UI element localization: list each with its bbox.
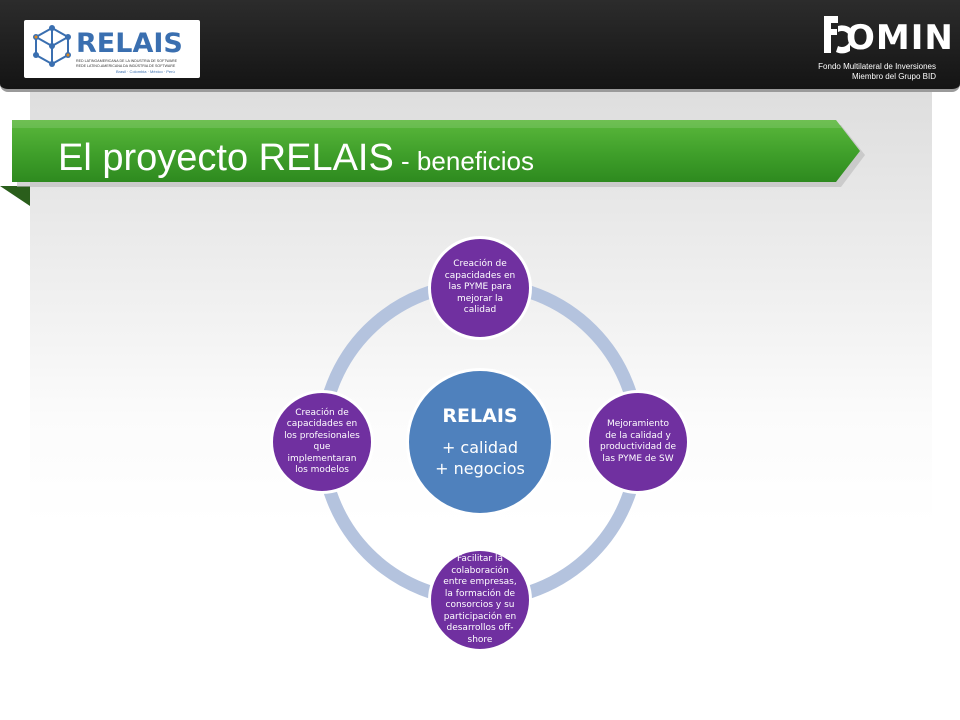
node-top-label: Creación de capacidades en las PYME para… [444, 259, 516, 316]
fomin-mark-icon [824, 16, 850, 54]
center-node: RELAIS + calidad + negocios [406, 368, 554, 516]
node-bottom-label: Facilitar la colaboración entre empresas… [443, 554, 517, 645]
center-node-line-1: + calidad [441, 438, 519, 457]
title-banner [0, 120, 865, 206]
relais-logo: RELAIS RED LATINOAMERICANA DE LA INDUSTR… [24, 20, 200, 78]
fomin-logo-name: OMIN [846, 18, 954, 58]
node-left: Creación de capacidades en los profesion… [270, 390, 374, 494]
relais-logo-tagline-1: RED LATINOAMERICANA DE LA INDUSTRIA DE S… [76, 59, 178, 63]
relais-logo-name: RELAIS [76, 28, 183, 59]
fomin-logo-line-2: Miembro del Grupo BID [851, 72, 936, 81]
node-bottom: Facilitar la colaboración entre empresas… [428, 548, 532, 652]
slide-title-sub: - beneficios [393, 146, 535, 176]
fomin-logo-line-1: Fondo Multilateral de Inversiones [818, 62, 936, 71]
node-top: Creación de capacidades en las PYME para… [428, 236, 532, 340]
node-right: Mejoramiento de la calidad y productivid… [586, 390, 690, 494]
header-bar: RELAIS RED LATINOAMERICANA DE LA INDUSTR… [0, 0, 960, 92]
slide-title-main: El proyecto RELAIS [58, 137, 394, 179]
relais-cube-icon [33, 25, 71, 67]
node-right-label: Mejoramiento de la calidad y productivid… [600, 419, 676, 464]
relais-logo-countries: Brasil · Colombia · México · Perú [116, 69, 175, 74]
slide-title: El proyecto RELAIS - beneficios [58, 136, 534, 180]
center-node-line-2: + negocios [435, 459, 525, 478]
center-node-title: RELAIS [442, 405, 518, 427]
node-left-label: Creación de capacidades en los profesion… [284, 407, 360, 476]
fomin-logo: OMIN Fondo Multilateral de Inversiones M… [816, 10, 953, 84]
relais-logo-tagline-2: REDE LATINO-AMERICANA DA INDÚSTRIA DE SO… [76, 64, 176, 68]
